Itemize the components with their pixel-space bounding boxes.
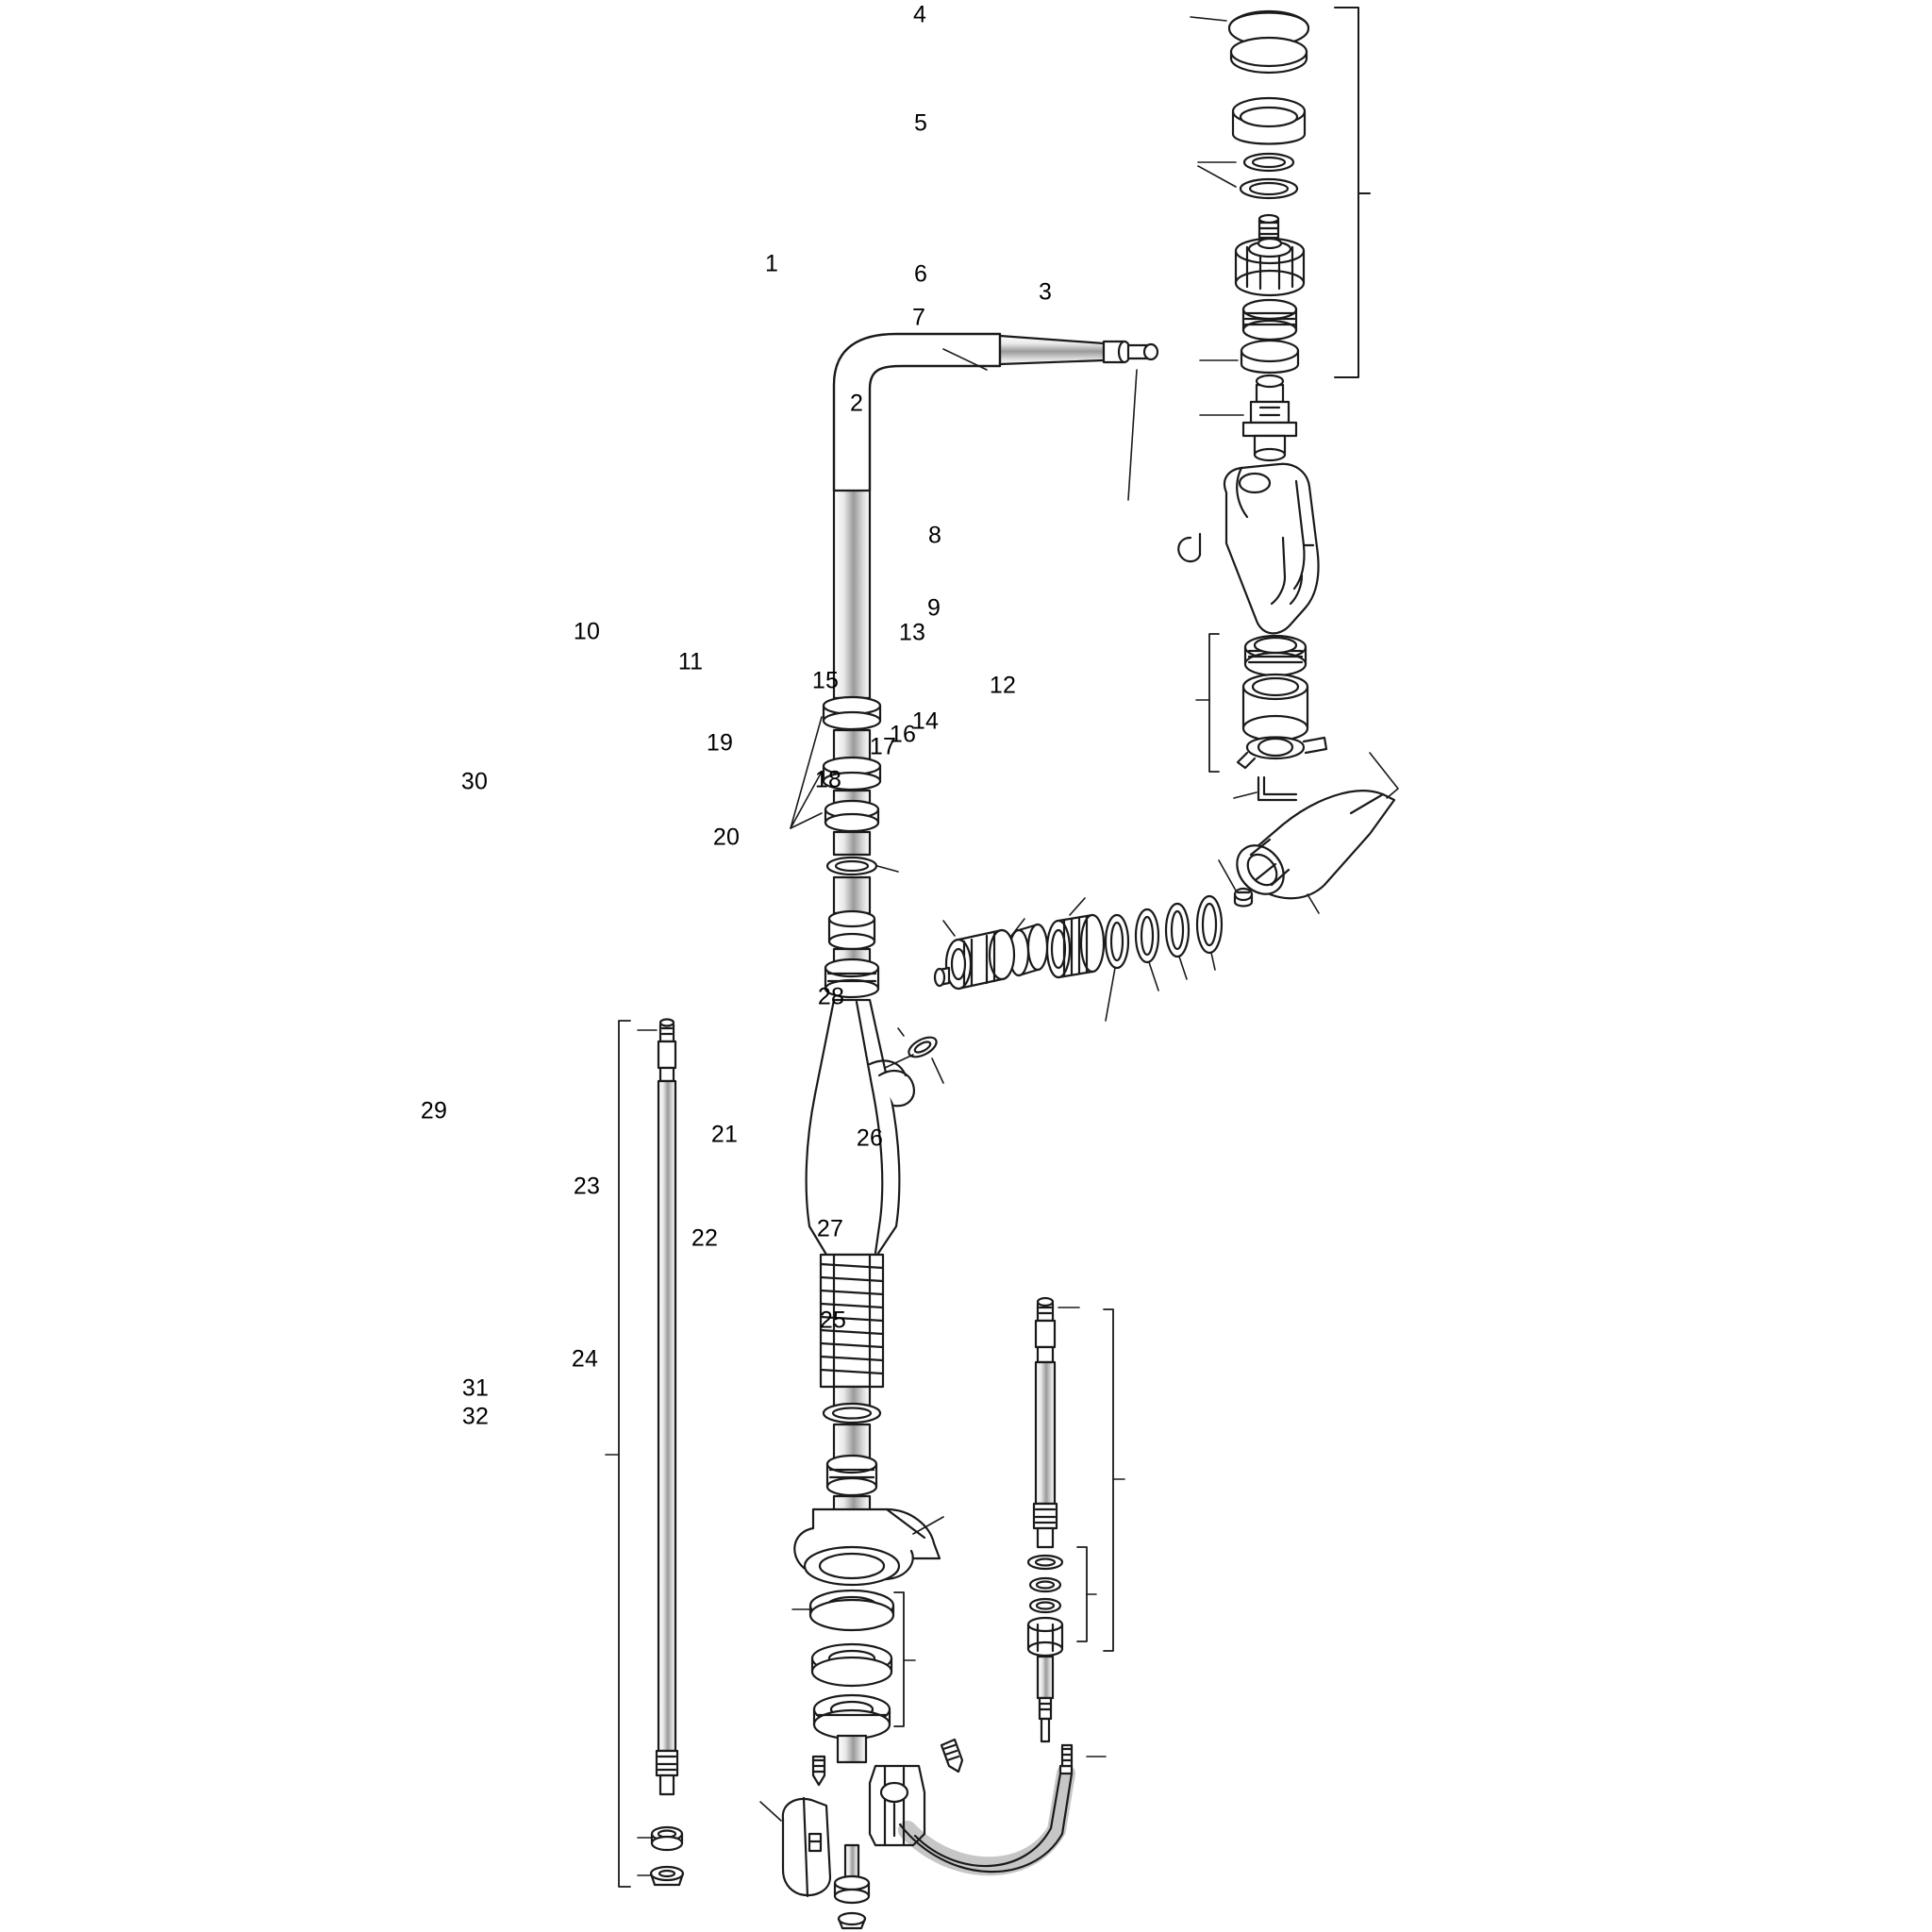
callout-24: 24 xyxy=(571,1345,599,1373)
callout-11: 11 xyxy=(677,648,704,675)
callout-12: 12 xyxy=(989,672,1017,699)
callout-4: 4 xyxy=(912,1,927,28)
callout-29: 29 xyxy=(420,1097,448,1124)
callout-1: 1 xyxy=(764,250,779,277)
callout-16: 16 xyxy=(889,721,917,748)
callout-5: 5 xyxy=(913,109,928,137)
callout-3: 3 xyxy=(1038,278,1053,306)
callout-31: 31 xyxy=(461,1374,490,1402)
callout-6: 6 xyxy=(913,260,928,288)
callout-15: 15 xyxy=(811,667,840,694)
callout-18: 18 xyxy=(814,766,842,793)
callout-8: 8 xyxy=(927,522,942,549)
callout-23: 23 xyxy=(573,1173,601,1200)
callout-13: 13 xyxy=(898,619,926,646)
callout-28: 28 xyxy=(817,983,845,1010)
callout-22: 22 xyxy=(691,1224,719,1252)
callout-7: 7 xyxy=(911,304,926,331)
callout-2: 2 xyxy=(849,390,864,417)
callout-30: 30 xyxy=(460,768,489,795)
callout-27: 27 xyxy=(816,1215,844,1242)
callout-21: 21 xyxy=(710,1121,739,1148)
callout-17: 17 xyxy=(869,733,897,760)
callout-25: 25 xyxy=(819,1307,847,1334)
callout-32: 32 xyxy=(461,1403,490,1430)
callout-10: 10 xyxy=(573,618,601,645)
callout-9: 9 xyxy=(926,594,941,622)
callout-19: 19 xyxy=(706,729,734,757)
callout-20: 20 xyxy=(712,824,741,851)
callout-14: 14 xyxy=(911,708,940,735)
callout-26: 26 xyxy=(856,1124,884,1152)
